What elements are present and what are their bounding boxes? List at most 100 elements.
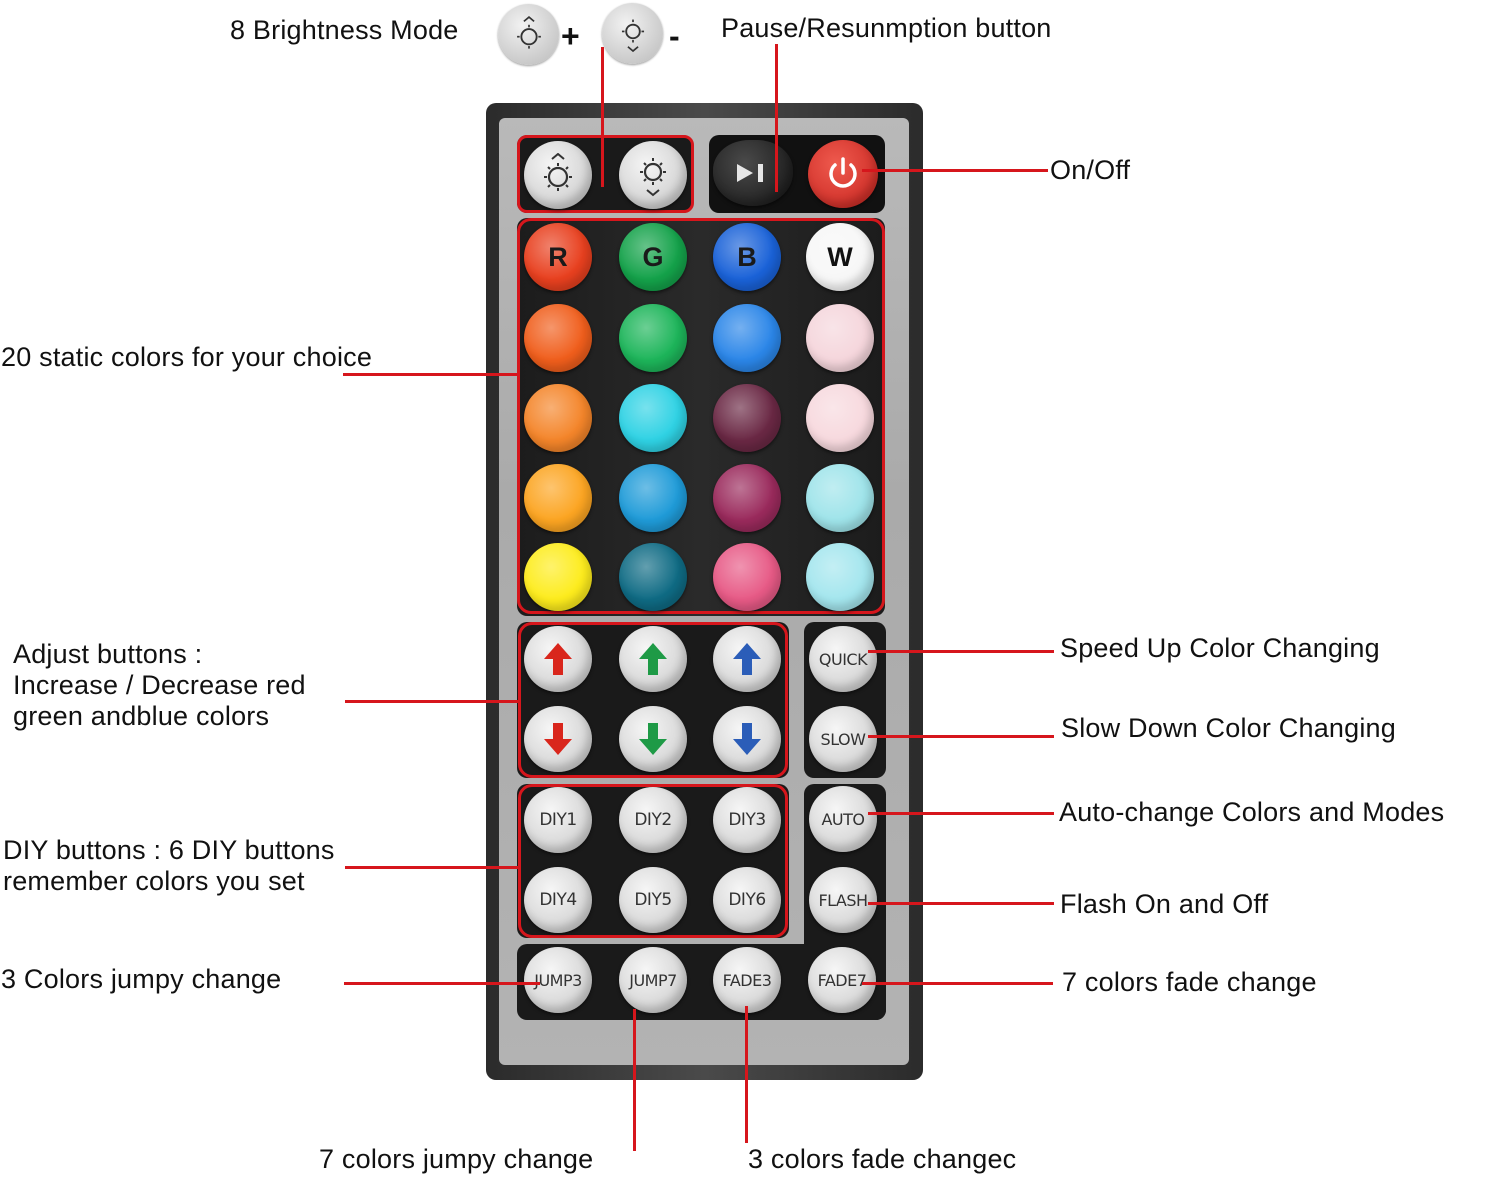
diy5-button[interactable]: DIY5: [619, 867, 687, 933]
fade3-label: FADE3: [722, 970, 772, 990]
brightness-minus-sign: -: [669, 18, 680, 54]
jump3-button[interactable]: JUMP3: [524, 947, 592, 1013]
diy1-button[interactable]: DIY1: [524, 787, 592, 853]
arrow-up-icon: [733, 643, 761, 675]
auto-label: AUTO: [821, 809, 865, 829]
red-decrease-button[interactable]: [524, 706, 592, 772]
arrow-up-icon: [639, 643, 667, 675]
brightness-down-button[interactable]: [619, 141, 687, 209]
color-button-1-3[interactable]: B: [713, 223, 781, 291]
red-increase-button[interactable]: [524, 626, 592, 692]
power-icon: [829, 157, 857, 188]
adjust-label-line-3: green andblue colors: [13, 701, 270, 731]
color-button-4-1[interactable]: [524, 464, 592, 532]
flash-button[interactable]: FLASH: [809, 867, 877, 933]
auto-description: Auto-change Colors and Modes: [1059, 797, 1445, 827]
color-button-5-2[interactable]: [619, 543, 687, 611]
jump7-description: 7 colors jumpy change: [319, 1144, 594, 1174]
fade7-label: FADE7: [817, 970, 867, 990]
green-increase-button[interactable]: [619, 626, 687, 692]
fade3-description: 3 colors fade changec: [748, 1144, 1017, 1174]
diy-label: DIY buttons : 6 DIY buttons remember col…: [3, 835, 335, 897]
jump7-label: JUMP7: [629, 970, 677, 990]
brightness-label: 8 Brightness Mode: [230, 15, 459, 45]
color-button-3-4[interactable]: [806, 384, 874, 452]
color-button-5-4[interactable]: [806, 543, 874, 611]
auto-button[interactable]: AUTO: [809, 786, 877, 852]
brightness-leader: [601, 47, 604, 187]
adjust-leader: [345, 700, 521, 703]
legend-brightness-up-icon: [498, 4, 559, 65]
color-button-1-4[interactable]: W: [806, 223, 874, 291]
pause-label: Pause/Resunmption button: [721, 13, 1052, 43]
diy3-button[interactable]: DIY3: [713, 787, 781, 853]
pause-leader: [775, 44, 778, 192]
jump7-button[interactable]: JUMP7: [619, 947, 687, 1013]
arrow-down-icon: [544, 723, 572, 755]
sun-down-icon: [640, 158, 666, 197]
color-letter-b: B: [737, 241, 757, 272]
fade7-leader: [862, 982, 1053, 985]
color-letter-g: G: [642, 241, 664, 272]
arrow-up-icon: [544, 643, 572, 675]
slow-label: SLOW: [820, 729, 866, 749]
diy6-button[interactable]: DIY6: [713, 867, 781, 933]
fade3-button[interactable]: FADE3: [713, 947, 781, 1013]
flash-label: FLASH: [818, 890, 868, 910]
jump3-label: JUMP3: [534, 970, 582, 990]
play-pause-icon: [737, 164, 763, 182]
color-button-3-3[interactable]: [713, 384, 781, 452]
diy2-label: DIY2: [634, 810, 672, 830]
adjust-label-line-2: Increase / Decrease red: [13, 670, 306, 700]
color-button-4-3[interactable]: [713, 464, 781, 532]
diy1-label: DIY1: [539, 810, 577, 830]
fade7-button[interactable]: FADE7: [808, 947, 876, 1013]
color-button-1-1[interactable]: R: [524, 223, 592, 291]
quick-leader: [868, 650, 1054, 653]
color-button-5-3[interactable]: [713, 543, 781, 611]
adjust-label: Adjust buttons : Increase / Decrease red…: [13, 639, 306, 732]
brightness-plus-sign: +: [561, 18, 580, 54]
color-button-3-2[interactable]: [619, 384, 687, 452]
brightness-highlight: [517, 135, 694, 213]
blue-decrease-button[interactable]: [713, 706, 781, 772]
jump3-description: 3 Colors jumpy change: [1, 964, 282, 994]
color-button-1-2[interactable]: G: [619, 223, 687, 291]
diy-highlight: [518, 784, 788, 938]
static-leader: [343, 373, 520, 376]
diy2-button[interactable]: DIY2: [619, 787, 687, 853]
quick-button[interactable]: QUICK: [809, 626, 877, 692]
diy6-label: DIY6: [728, 890, 766, 910]
fade3-leader: [745, 1006, 748, 1143]
color-button-2-3[interactable]: [713, 304, 781, 372]
power-button[interactable]: [808, 140, 878, 208]
diy-label-line-1: DIY buttons : 6 DIY buttons: [3, 835, 335, 865]
color-button-4-2[interactable]: [619, 464, 687, 532]
color-button-2-2[interactable]: [619, 304, 687, 372]
auto-leader: [868, 812, 1054, 815]
adjust-label-line-1: Adjust buttons :: [13, 639, 203, 669]
diy4-button[interactable]: DIY4: [524, 867, 592, 933]
flash-leader: [868, 902, 1054, 905]
color-grid-highlight: [517, 218, 885, 614]
static-colors-label: 20 static colors for your choice: [1, 342, 373, 372]
jump7-leader: [633, 1009, 636, 1151]
jump3-leader: [344, 982, 540, 985]
diy4-label: DIY4: [539, 890, 577, 910]
green-decrease-button[interactable]: [619, 706, 687, 772]
onoff-leader: [862, 169, 1048, 172]
blue-increase-button[interactable]: [713, 626, 781, 692]
onoff-label: On/Off: [1050, 155, 1131, 185]
color-button-2-4[interactable]: [806, 304, 874, 372]
color-button-4-4[interactable]: [806, 464, 874, 532]
sun-up-icon: [544, 153, 572, 191]
pause-button[interactable]: [713, 140, 793, 206]
color-letter-r: R: [548, 241, 568, 272]
color-button-5-1[interactable]: [524, 543, 592, 611]
color-button-2-1[interactable]: [524, 304, 592, 372]
brightness-up-button[interactable]: [524, 141, 592, 209]
slow-button[interactable]: SLOW: [809, 706, 877, 772]
slow-leader: [868, 735, 1054, 738]
slow-description: Slow Down Color Changing: [1061, 713, 1396, 743]
color-button-3-1[interactable]: [524, 384, 592, 452]
